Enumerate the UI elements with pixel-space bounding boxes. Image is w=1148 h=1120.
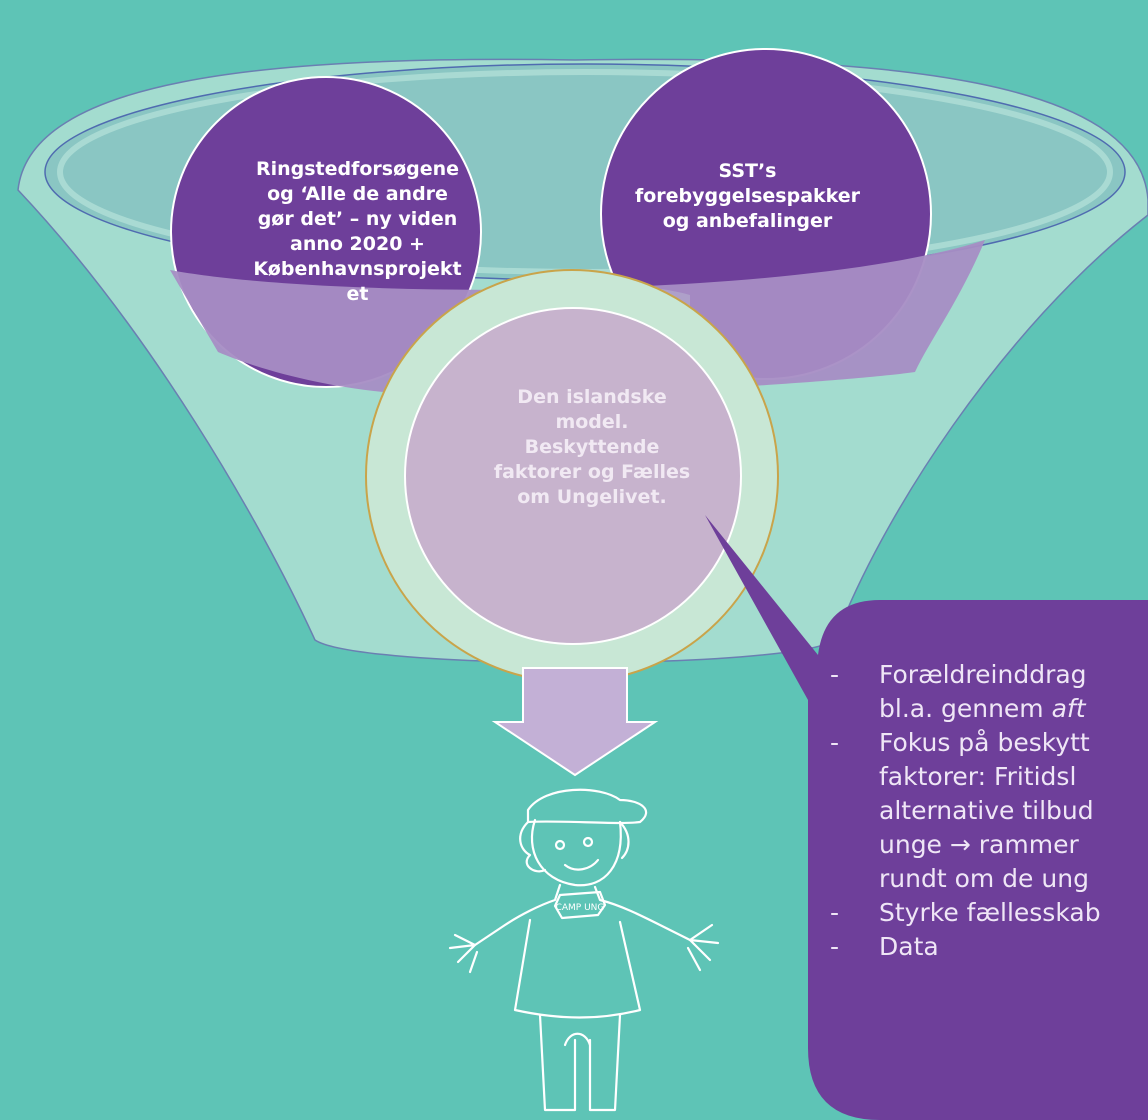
- shirt-text: CAMP UNG: [556, 903, 605, 913]
- down-arrow-icon: [491, 667, 659, 777]
- callout-line: Fokus på beskytt: [879, 728, 1090, 757]
- callout-line: Data: [879, 932, 939, 961]
- callout-line: bl.a. gennem aft: [879, 694, 1086, 723]
- callout-list: Forældreinddrag bl.a. gennem aft Fokus p…: [830, 658, 1148, 1078]
- callout-line: faktorer: Fritidsl: [879, 762, 1077, 791]
- callout-item: Forældreinddrag bl.a. gennem aft: [830, 658, 1148, 726]
- circle-left-text: Ringstedforsøgene og ‘Alle de andre gør …: [253, 158, 462, 305]
- circle-center-text: Den islandske model. Beskyttende faktore…: [493, 386, 691, 508]
- camp-ung-figure-icon: [448, 788, 720, 1112]
- callout-item: Fokus på beskytt faktorer: Fritidsl alte…: [830, 726, 1148, 896]
- callout-item: Data: [830, 930, 1148, 964]
- callout-line: Forældreinddrag: [879, 660, 1087, 689]
- callout-italic: aft: [1051, 694, 1086, 723]
- callout-line: alternative tilbud: [879, 796, 1094, 825]
- callout-line: rundt om de ung: [879, 864, 1089, 893]
- circle-right-text: SST’s forebyggelsespakker og anbefalinge…: [634, 160, 861, 232]
- callout-line: Styrke fællesskab: [879, 898, 1101, 927]
- center-circle: [404, 307, 742, 645]
- callout-line: unge → rammer: [879, 830, 1079, 859]
- callout-item: Styrke fællesskab: [830, 896, 1148, 930]
